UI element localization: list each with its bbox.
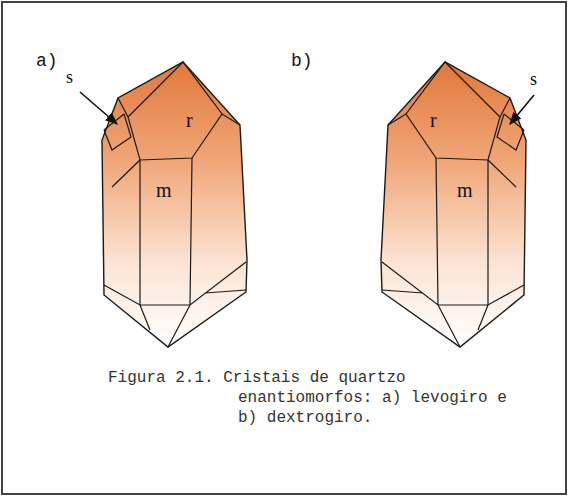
figure-letter: a): [36, 52, 58, 70]
face-label: m: [457, 180, 473, 200]
face-label: s: [530, 70, 537, 88]
quartz-crystal: [381, 62, 526, 347]
face-label: m: [156, 180, 172, 200]
figure-letter: b): [291, 52, 313, 70]
face-label: s: [66, 68, 73, 86]
leader-arrow: [510, 95, 534, 124]
face-label: r: [430, 110, 437, 130]
frame: [2, 2, 566, 494]
quartz-crystal: [102, 62, 247, 347]
leader-arrow: [80, 92, 117, 124]
face-label: r: [186, 110, 193, 130]
figure-caption: Figura 2.1. Cristais de quartzo enantiom…: [108, 368, 520, 428]
